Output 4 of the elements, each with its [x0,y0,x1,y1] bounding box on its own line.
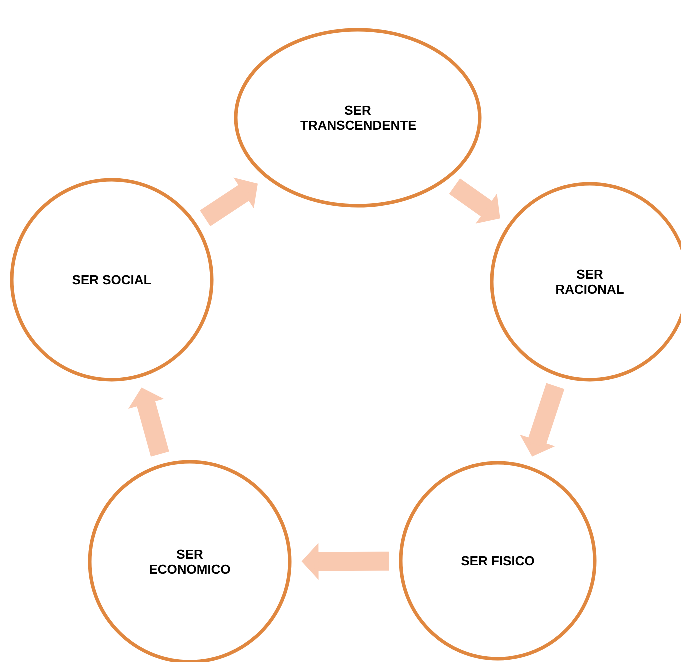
block-arrow [200,178,258,226]
circle-node: SER SOCIAL [10,178,214,382]
circle-node: SER FISICO [399,461,597,661]
circle-node: SER TRANSCENDENTE [234,28,482,208]
